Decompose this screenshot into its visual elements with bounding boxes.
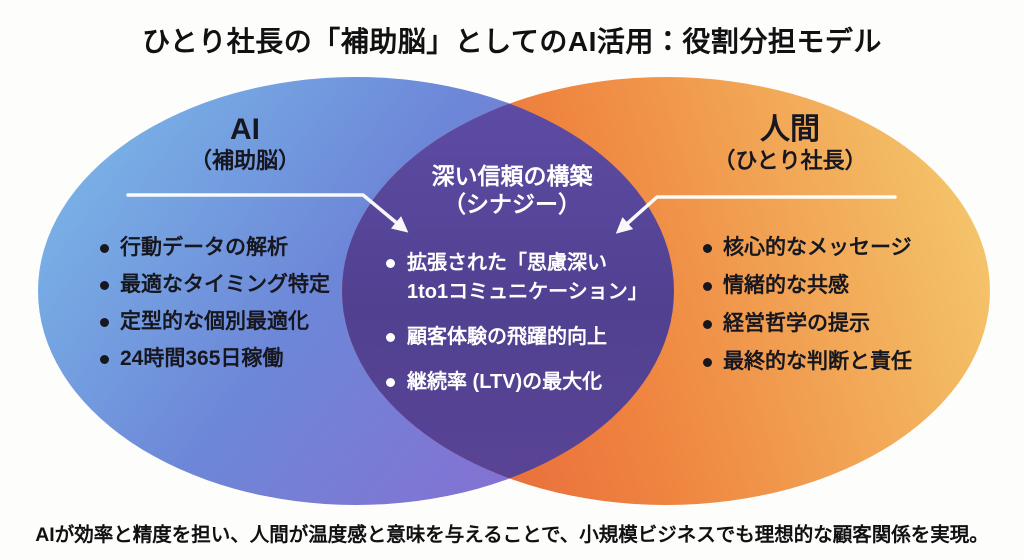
list-item-label: 情緒的な共感 — [723, 274, 849, 297]
bullet-dot-icon — [100, 244, 109, 253]
list-item-label: 拡張された「思慮深い 1to1コミュニケーション」 — [407, 252, 648, 303]
left-section-header: AI （補助脳） — [95, 114, 395, 174]
footer-summary: AIが効率と精度を担い、人間が温度感と意味を与えることで、小規模ビジネスでも理想… — [35, 524, 989, 546]
list-item: 定型的な個別最適化 — [100, 310, 330, 334]
list-item-label: 継続率 (LTV)の最大化 — [407, 371, 603, 393]
list-item: 24時間365日稼働 — [100, 347, 330, 371]
list-item: 核心的なメッセージ — [703, 236, 912, 260]
center-bullet-list: 拡張された「思慮深い 1to1コミュニケーション」 顧客体験の飛躍的向上 継続率… — [386, 249, 686, 397]
list-item: 拡張された「思慮深い 1to1コミュニケーション」 — [386, 249, 686, 307]
left-underline-arrow-icon — [126, 193, 409, 233]
right-section-subtitle: （ひとり社長） — [713, 148, 867, 173]
center-section-header: 深い信頼の構築 （シナジー） — [362, 163, 662, 218]
list-item: 行動データの解析 — [100, 236, 330, 260]
left-section-title: AI — [230, 113, 260, 146]
center-section-subtitle: （シナジー） — [443, 191, 581, 217]
right-underline-arrow-icon — [615, 195, 897, 234]
list-item-label: 定型的な個別最適化 — [120, 310, 309, 333]
list-item-label: 最適なタイミング特定 — [120, 273, 330, 296]
bullet-dot-icon — [386, 333, 395, 342]
right-bullet-list: 核心的なメッセージ 情緒的な共感 経営哲学の提示 最終的な判断と責任 — [703, 236, 912, 374]
bullet-dot-icon — [100, 281, 109, 290]
bullet-dot-icon — [703, 358, 712, 367]
bullet-dot-icon — [100, 318, 109, 327]
left-section-subtitle: （補助脳） — [189, 148, 300, 173]
right-section-header: 人間 （ひとり社長） — [640, 114, 940, 174]
bullet-dot-icon — [100, 355, 109, 364]
list-item-label: 行動データの解析 — [120, 236, 288, 259]
page-title: ひとり社長の「補助脳」としてのAI活用：役割分担モデル — [142, 26, 882, 57]
list-item: 経営哲学の提示 — [703, 312, 912, 336]
list-item: 継続率 (LTV)の最大化 — [386, 368, 686, 397]
venn-overlap-lens — [342, 77, 674, 505]
list-item: 顧客体験の飛躍的向上 — [386, 323, 686, 352]
center-section-title: 深い信頼の構築 — [431, 163, 593, 189]
list-item-label: 経営哲学の提示 — [723, 312, 870, 335]
list-item-label: 最終的な判断と責任 — [723, 350, 912, 373]
list-item-label: 24時間365日稼働 — [120, 347, 284, 370]
bullet-dot-icon — [386, 259, 395, 268]
bullet-dot-icon — [703, 282, 712, 291]
bullet-dot-icon — [386, 378, 395, 387]
list-item: 最終的な判断と責任 — [703, 350, 912, 374]
list-item-label: 核心的なメッセージ — [723, 236, 912, 259]
list-item: 情緒的な共感 — [703, 274, 912, 298]
left-bullet-list: 行動データの解析 最適なタイミング特定 定型的な個別最適化 24時間365日稼働 — [100, 236, 330, 371]
bullet-dot-icon — [703, 244, 712, 253]
list-item-label: 顧客体験の飛躍的向上 — [407, 326, 607, 348]
list-item: 最適なタイミング特定 — [100, 273, 330, 297]
bullet-dot-icon — [703, 320, 712, 329]
right-section-title: 人間 — [760, 113, 820, 146]
